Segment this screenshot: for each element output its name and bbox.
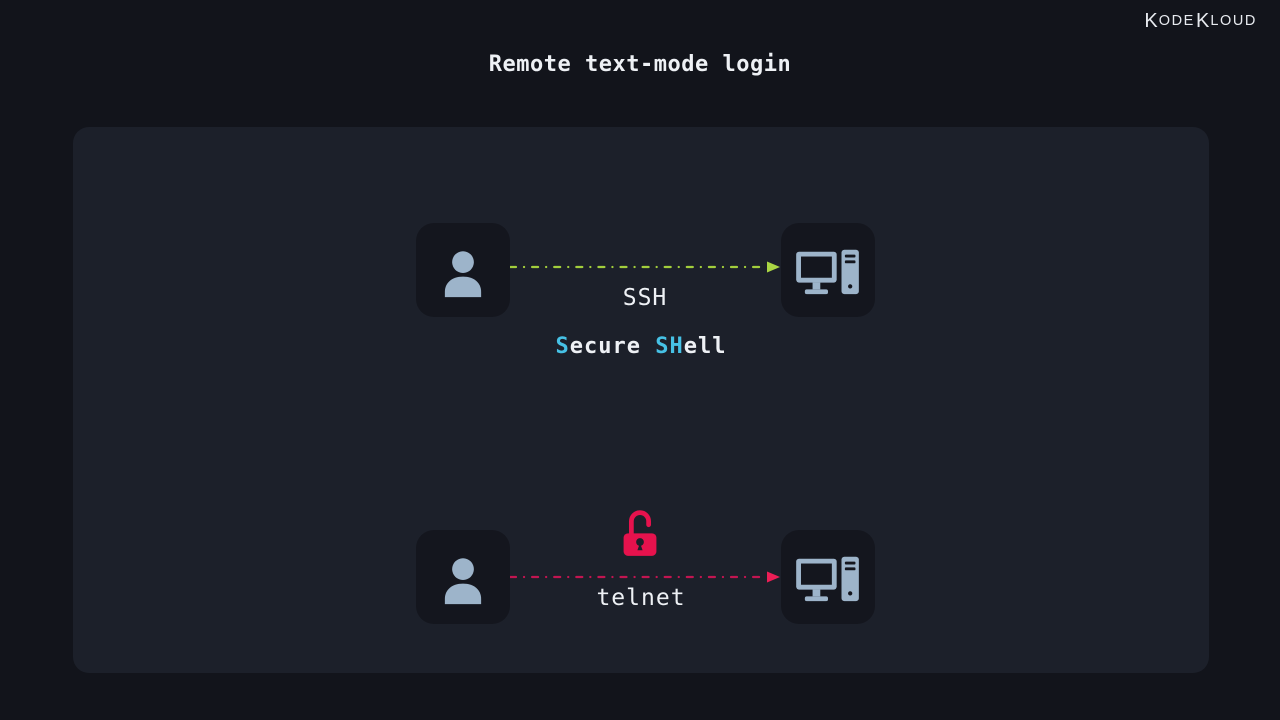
computer-icon — [796, 249, 859, 295]
server-tile — [781, 530, 875, 624]
telnet-label: telnet — [596, 585, 686, 611]
highlight-letters: SH — [655, 334, 684, 359]
ssh-connection-arrow — [510, 261, 780, 273]
diagram-panel: SSH Secure SHell — [73, 127, 1209, 673]
logo-text: LOUD — [1210, 13, 1257, 29]
logo-letter-k: K — [1144, 10, 1158, 32]
logo-text: ODE — [1158, 13, 1195, 29]
user-icon — [444, 558, 482, 605]
logo-letter-k: K — [1195, 10, 1210, 32]
user-tile — [416, 223, 510, 317]
ssh-label: SSH — [622, 285, 668, 311]
highlight-letter: S — [555, 334, 570, 359]
computer-icon — [796, 556, 859, 602]
user-icon — [444, 251, 482, 298]
telnet-connection-arrow — [510, 571, 780, 583]
ssh-expansion-label: Secure SHell — [73, 334, 1209, 359]
lock-open-icon — [623, 510, 657, 556]
expansion-word-secure: Secure — [555, 334, 641, 359]
user-tile — [416, 530, 510, 624]
server-tile — [781, 223, 875, 317]
page-title: Remote text-mode login — [488, 52, 792, 77]
expansion-word-shell: SHell — [655, 334, 727, 359]
